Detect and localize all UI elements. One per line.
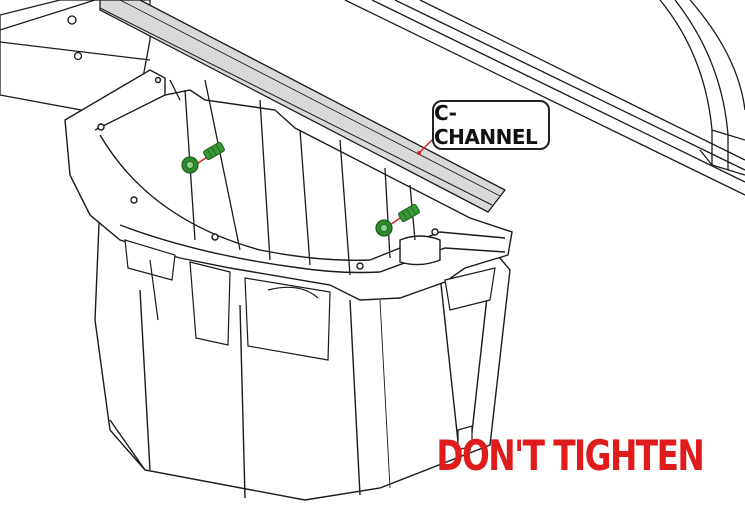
dont-tighten-warning: DON'T TIGHTEN [436,420,705,490]
bin-cutouts [124,239,496,451]
callout-leader-line [419,139,433,153]
callout-leader-dot [417,151,421,155]
c-channel-rail [99,0,506,213]
warning-text: DON'T TIGHTEN [436,430,705,480]
screw-icon [181,141,225,174]
back-rail [0,0,151,121]
bin-rim [64,69,513,301]
platform [344,0,745,196]
c-channel-callout: C-CHANNEL [432,100,550,150]
screw-icon [375,203,420,237]
c-channel-label: C-CHANNEL [434,101,538,149]
